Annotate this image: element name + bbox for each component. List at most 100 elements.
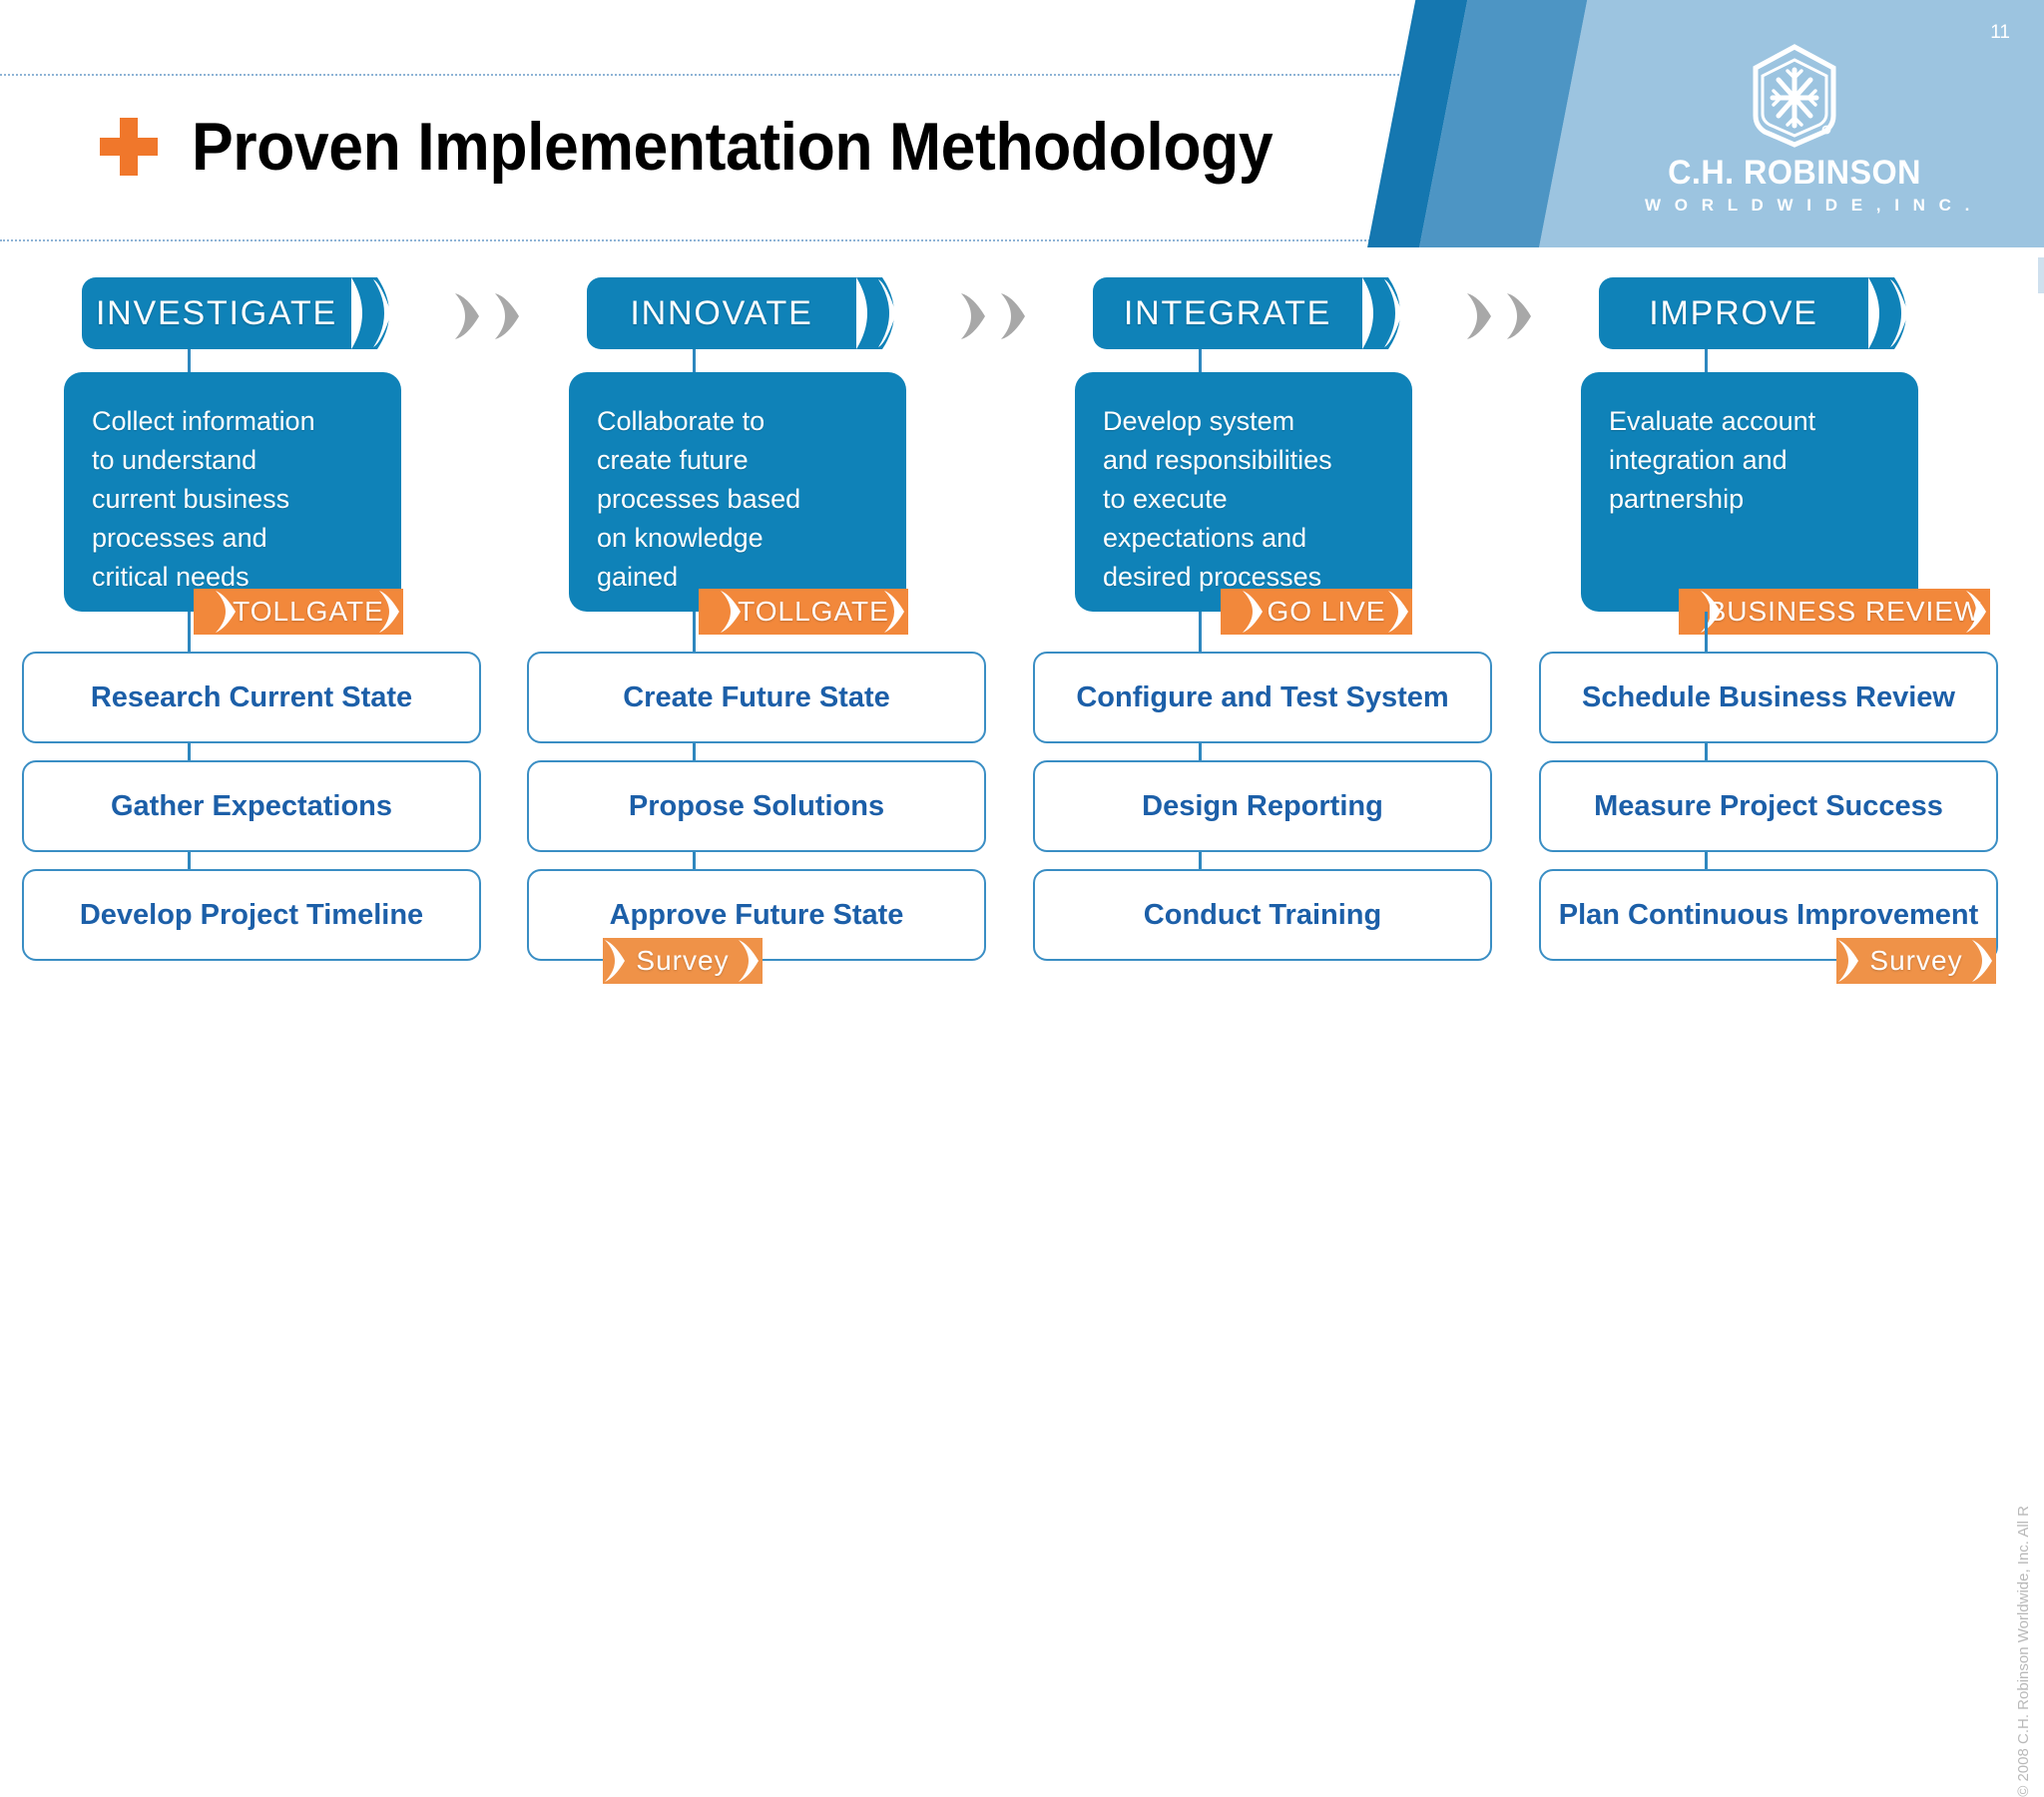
page-number: 11 [1990, 22, 2010, 43]
gate-chevron-left-icon [1699, 589, 1725, 635]
connector-line [188, 612, 191, 662]
task-label: Conduct Training [1143, 898, 1382, 931]
hexagon-snowflake-logo-icon [1753, 44, 1836, 148]
gate-banner-tollgate[interactable]: TOLLGATE [699, 589, 908, 635]
connector-line [1199, 743, 1202, 763]
gate-banner-survey[interactable]: Survey [603, 938, 763, 984]
double-chevron-icon-2 [955, 289, 1041, 343]
gate-chevron-left-icon [1836, 938, 1862, 984]
phase-banner-innovate[interactable]: INNOVATE [587, 277, 896, 349]
title-row: Proven Implementation Methodology [100, 108, 1366, 186]
connector-line [188, 852, 191, 872]
task-label: Research Current State [90, 680, 413, 713]
gate-chevron-left-icon [719, 589, 745, 635]
copyright-notice: © 2008 C.H. Robinson Worldwide, Inc. All… [2015, 1506, 2032, 1797]
gate-chevron-right-icon [377, 589, 403, 635]
task-box[interactable]: Conduct Training [1033, 869, 1492, 961]
task-label: Schedule Business Review [1582, 680, 1955, 713]
gate-label: Survey [636, 945, 730, 976]
brand-name: C.H. ROBINSON [1668, 154, 1921, 192]
gate-chevron-right-icon [1964, 589, 1990, 635]
gate-tail-icon [699, 589, 721, 635]
header-divider-top [0, 74, 1547, 76]
task-box[interactable]: Propose Solutions [527, 760, 986, 852]
gate-label: BUSINESS REVIEW [1707, 596, 1982, 627]
task-box[interactable]: Develop Project Timeline [22, 869, 481, 961]
gate-banner-business-review[interactable]: BUSINESS REVIEW [1679, 589, 1990, 635]
connector-line [1705, 349, 1708, 374]
connector-line [693, 349, 696, 374]
connector-line [188, 743, 191, 763]
gate-banner-golive[interactable]: GO LIVE [1221, 589, 1412, 635]
gate-chevron-right-icon [1970, 938, 1996, 984]
phase-description-panel: Collect information to understand curren… [64, 372, 401, 612]
task-label: Create Future State [623, 680, 890, 713]
phase-description: Collaborate to create future processes b… [597, 406, 801, 592]
task-label: Approve Future State [609, 898, 904, 931]
connector-line [693, 852, 696, 872]
phase-label: INNOVATE [630, 293, 813, 332]
brand-subtitle: W O R L D W I D E , I N C . [1645, 196, 1974, 215]
gate-tail-icon [1679, 589, 1701, 635]
gate-tail-icon [194, 589, 216, 635]
task-box[interactable]: Plan Continuous Improvement [1539, 869, 1998, 961]
task-box[interactable]: Schedule Business Review [1539, 652, 1998, 743]
task-box[interactable]: Measure Project Success [1539, 760, 1998, 852]
phase-arrow-icon [351, 277, 405, 349]
gate-banner-tollgate[interactable]: TOLLGATE [194, 589, 403, 635]
connector-line [1705, 743, 1708, 763]
task-label: Measure Project Success [1594, 789, 1943, 822]
phase-label: INVESTIGATE [95, 293, 338, 332]
task-box[interactable]: Create Future State [527, 652, 986, 743]
phase-banner-improve[interactable]: IMPROVE [1599, 277, 1908, 349]
double-chevron-icon-3 [1461, 289, 1547, 343]
header-divider-bottom [0, 239, 1517, 241]
task-box[interactable]: Research Current State [22, 652, 481, 743]
gate-chevron-right-icon [737, 938, 763, 984]
task-label: Develop Project Timeline [79, 898, 424, 931]
task-box[interactable]: Design Reporting [1033, 760, 1492, 852]
gate-label: TOLLGATE [738, 596, 889, 627]
methodology-diagram: INVESTIGATE Collect information to under… [0, 247, 2044, 1530]
connector-line [693, 612, 696, 662]
connector-line [1199, 852, 1202, 872]
gate-chevron-left-icon [603, 938, 629, 984]
connector-line [1199, 612, 1202, 662]
connector-line [1199, 349, 1202, 374]
phase-description-panel: Collaborate to create future processes b… [569, 372, 906, 612]
phase-arrow-icon [1362, 277, 1416, 349]
gate-label: GO LIVE [1267, 596, 1386, 627]
phase-description-panel: Evaluate account integration and partner… [1581, 372, 1918, 612]
page-title: Proven Implementation Methodology [192, 109, 1274, 185]
double-chevron-icon-1 [449, 289, 535, 343]
task-label: Configure and Test System [1076, 680, 1449, 713]
phase-arrow-icon [1868, 277, 1922, 349]
phase-banner-investigate[interactable]: INVESTIGATE [82, 277, 391, 349]
connector-line [188, 349, 191, 374]
connector-line [1705, 612, 1708, 662]
phase-arrow-icon [856, 277, 910, 349]
task-box[interactable]: Gather Expectations [22, 760, 481, 852]
phase-description: Evaluate account integration and partner… [1609, 406, 1816, 514]
gate-tail-icon [1221, 589, 1243, 635]
task-label: Plan Continuous Improvement [1558, 898, 1979, 931]
brand-logo: C.H. ROBINSON W O R L D W I D E , I N C … [1645, 44, 1974, 216]
connector-line [1705, 852, 1708, 872]
phase-description: Collect information to understand curren… [92, 406, 315, 592]
task-label: Propose Solutions [628, 789, 885, 822]
task-box[interactable]: Configure and Test System [1033, 652, 1492, 743]
gate-banner-survey[interactable]: Survey [1836, 938, 1996, 984]
phase-banner-integrate[interactable]: INTEGRATE [1093, 277, 1402, 349]
gate-chevron-left-icon [1241, 589, 1267, 635]
gate-chevron-right-icon [882, 589, 908, 635]
phase-description-panel: Develop system and responsibilities to e… [1075, 372, 1412, 612]
connector-line [693, 743, 696, 763]
plus-icon [100, 118, 158, 176]
gate-chevron-right-icon [1386, 589, 1412, 635]
phase-label: INTEGRATE [1123, 293, 1332, 332]
right-edge-mark [2038, 257, 2044, 293]
task-label: Gather Expectations [110, 789, 393, 822]
gate-label: Survey [1869, 945, 1963, 976]
gate-chevron-left-icon [214, 589, 240, 635]
slide-header: Proven Implementation Methodology 11 [0, 0, 2044, 247]
